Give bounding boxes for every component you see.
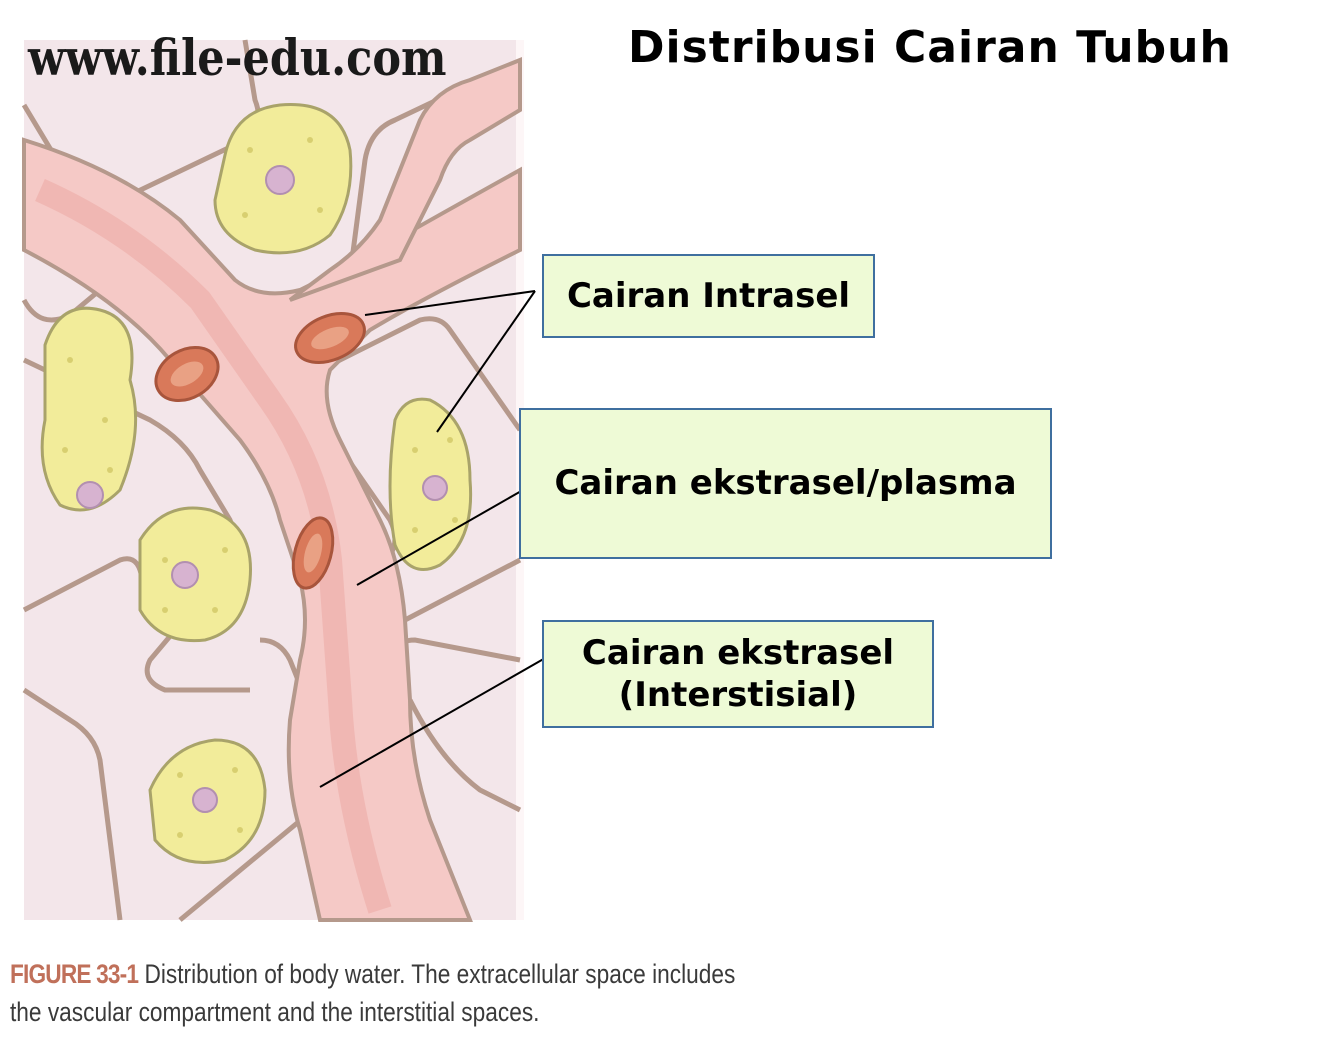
- figure-caption: FIGURE 33-1 Distribution of body water. …: [10, 955, 749, 1031]
- figure-label: FIGURE 33-1: [10, 959, 139, 989]
- label-interstisial-line2: (Interstisial): [618, 675, 858, 715]
- label-intrasel: Cairan Intrasel: [542, 254, 875, 338]
- leader-line-intrasel: [364, 290, 536, 316]
- red-blood-cells: [154, 312, 366, 590]
- leader-line-interstisial: [319, 656, 548, 788]
- tissue-cell: [40, 306, 138, 512]
- label-interstisial: Cairan ekstrasel (Interstisial): [542, 620, 934, 728]
- page-title: Distribusi Cairan Tubuh: [628, 22, 1232, 73]
- label-plasma: Cairan ekstrasel/plasma: [519, 408, 1052, 559]
- leader-line-intrasel: [436, 290, 536, 433]
- label-interstisial-line1: Cairan ekstrasel: [581, 632, 895, 673]
- label-plasma-text: Cairan ekstrasel/plasma: [554, 463, 1017, 504]
- cell-nuclei: [76, 165, 448, 813]
- blood-vessel: [22, 57, 522, 922]
- watermark: www.file-edu.com: [28, 28, 447, 87]
- leader-lines: [319, 290, 548, 788]
- leader-line-plasma: [356, 489, 524, 586]
- caption-text: Distribution of body water. The extracel…: [10, 959, 736, 1027]
- label-intrasel-text: Cairan Intrasel: [566, 275, 851, 316]
